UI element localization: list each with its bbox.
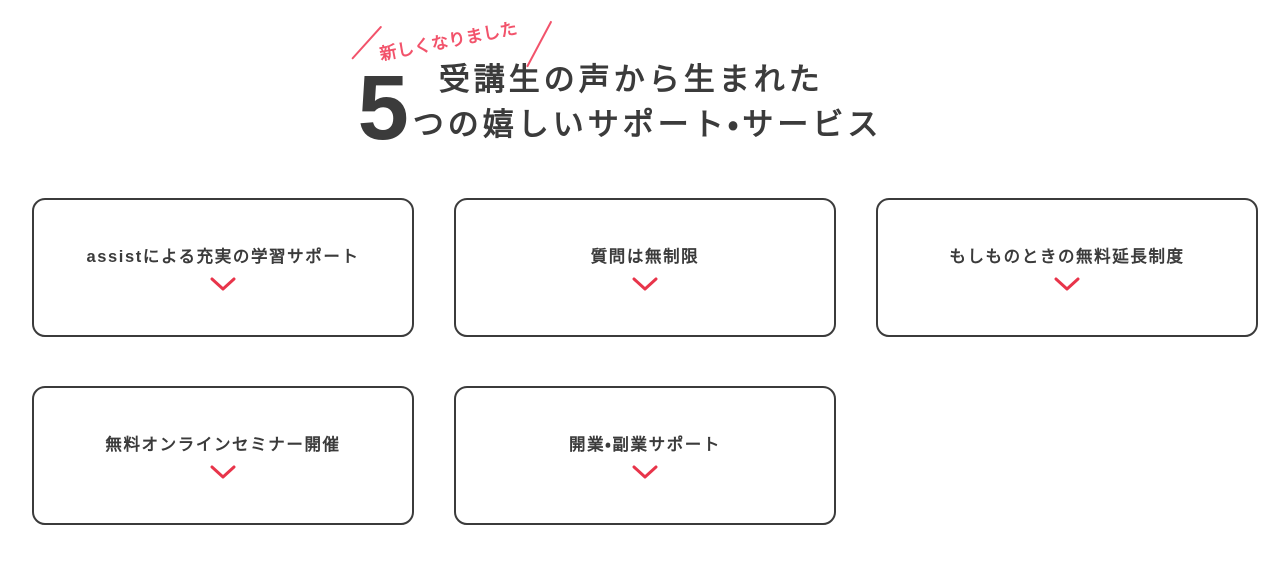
headline-number: 5 [357, 57, 409, 159]
support-card-label: もしものときの無料延長制度 [949, 247, 1185, 266]
grid-empty-slot [876, 386, 1258, 525]
chevron-down-icon[interactable] [1054, 277, 1080, 291]
support-card[interactable]: assistによる充実の学習サポート [32, 198, 414, 337]
support-card[interactable]: 開業・副業サポート [454, 386, 836, 525]
headline-line-2: つの嬉しいサポート・サービス [412, 107, 883, 142]
chevron-down-icon[interactable] [210, 465, 236, 479]
support-card[interactable]: 質問は無制限 [454, 198, 836, 337]
headline-line-1: 受講生の声から生まれた [438, 62, 824, 97]
support-card-label: 開業・副業サポート [568, 435, 721, 454]
chevron-down-icon[interactable] [210, 277, 236, 291]
ribbon-slash-right-icon [526, 20, 553, 68]
support-card[interactable]: 無料オンラインセミナー開催 [32, 386, 414, 525]
chevron-down-icon[interactable] [632, 465, 658, 479]
support-card-label: 質問は無制限 [590, 247, 700, 266]
support-card-label: assistによる充実の学習サポート [86, 247, 360, 266]
section-header: 新しくなりました 5 受講生の声から生まれた つの嬉しいサポート・サービス [0, 0, 1280, 180]
support-card[interactable]: もしものときの無料延長制度 [876, 198, 1258, 337]
support-card-label: 無料オンラインセミナー開催 [105, 435, 341, 454]
chevron-down-icon[interactable] [632, 277, 658, 291]
headline: 5 受講生の声から生まれた つの嬉しいサポート・サービス [0, 57, 1280, 159]
support-cards-grid: assistによる充実の学習サポート 質問は無制限 もしものときの無料延長制度 [32, 198, 1258, 525]
